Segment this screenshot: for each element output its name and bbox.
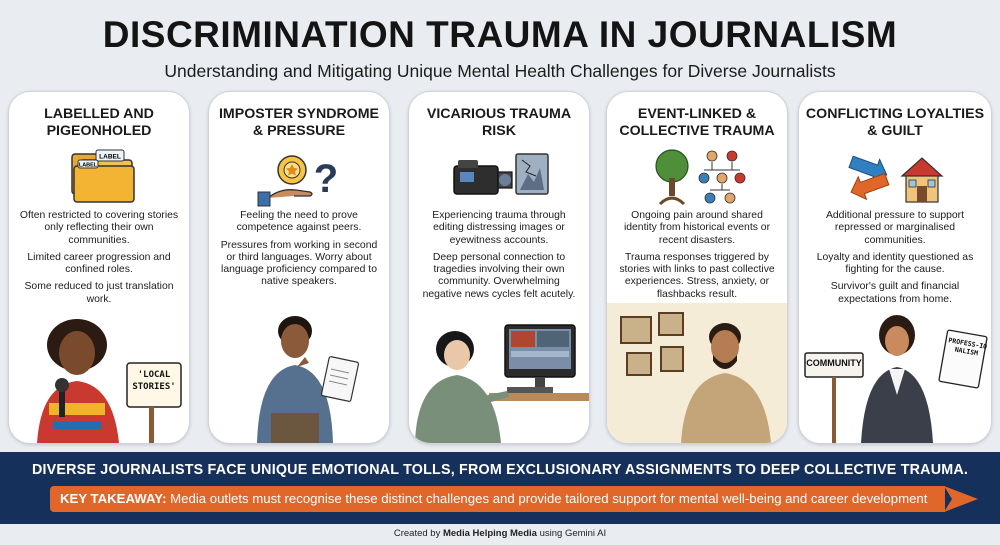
credit-line: Created by Media Helping Media using Gem… <box>0 528 1000 539</box>
panel-title: VICARIOUS TRAUMA RISK <box>426 106 572 139</box>
panel-labelled: LABELLED AND PIGEONHOLED LABEL LABEL Oft… <box>8 91 190 444</box>
key-takeaway-bar: KEY TAKEAWAY: Media outlets must recogni… <box>50 486 945 512</box>
page-title: DISCRIMINATION TRAUMA IN JOURNALISM <box>102 14 898 55</box>
panel-body: Experiencing trauma through editing dist… <box>419 210 579 306</box>
credit-prefix: Created by <box>393 528 443 539</box>
panel-body: Feeling the need to prove competence aga… <box>219 210 379 294</box>
arrow-right-icon <box>944 486 978 512</box>
credit-suffix: using Gemini AI <box>536 528 607 539</box>
panel-paragraph: Limited career progression and confined … <box>27 251 171 276</box>
panel-paragraph: Deep personal connection to tragedies in… <box>422 251 576 300</box>
journalist-torn-illustration: COMMUNITY PROFESS-IONALISM <box>804 315 988 443</box>
panel-vicarious: VICARIOUS TRAUMA RISK Experiencing traum… <box>408 91 590 444</box>
panel-body: Ongoing pain around shared identity from… <box>617 210 777 306</box>
panel-title: CONFLICTING LOYALTIES & GUILT <box>805 106 985 139</box>
panels-row: LABELLED AND PIGEONHOLED LABEL LABEL Oft… <box>8 91 992 444</box>
panel-paragraph: Often restricted to covering stories onl… <box>19 210 179 246</box>
folder-label-text: LABEL <box>99 154 121 161</box>
panel-title: EVENT-LINKED & COLLECTIVE TRAUMA <box>619 106 775 139</box>
panel-body: Often restricted to covering stories onl… <box>19 210 179 311</box>
panel-paragraph: Additional pressure to support repressed… <box>825 210 965 246</box>
panel-imposter: IMPOSTER SYNDROME & PRESSURE ? Feeling t… <box>208 91 390 444</box>
takeaway-text: Media outlets must recognise these disti… <box>166 491 928 506</box>
panel-paragraph: Ongoing pain around shared identity from… <box>623 210 771 246</box>
panel-paragraph: Trauma responses triggered by stories wi… <box>619 251 775 300</box>
page-subtitle: Understanding and Mitigating Unique Ment… <box>164 61 836 81</box>
folder-label-text: LABEL <box>79 163 98 169</box>
panel-paragraph: Pressures from working in second or thir… <box>220 239 378 288</box>
arrows-house-icon <box>848 155 944 203</box>
panel-loyalties: CONFLICTING LOYALTIES & GUILT Additional… <box>798 91 992 444</box>
summary-banner: DIVERSE JOURNALISTS FACE UNIQUE EMOTIONA… <box>0 452 1000 524</box>
panel-paragraph: Loyalty and identity questioned as fight… <box>816 251 974 276</box>
panel-paragraph: Experiencing trauma through editing dist… <box>432 210 566 246</box>
panel-body: Additional pressure to support repressed… <box>809 210 981 311</box>
panel-paragraph: Survivor's guilt and financial expectati… <box>830 281 960 305</box>
community-sign-text: COMMUNITY <box>806 358 862 368</box>
panel-paragraph: Some reduced to just translation work. <box>24 281 174 305</box>
panel-title: IMPOSTER SYNDROME & PRESSURE <box>218 106 380 139</box>
video-camera-icon <box>453 153 549 195</box>
tree-family-icon <box>655 149 746 206</box>
panel-title: LABELLED AND PIGEONHOLED <box>44 106 154 139</box>
credit-org: Media Helping Media <box>442 528 537 539</box>
sign-text: 'LOCAL STORIES' <box>132 370 176 392</box>
journalist-microphone-illustration: 'LOCAL STORIES' <box>37 319 182 443</box>
hand-badge-question-icon: ? <box>257 155 338 207</box>
folder-label-icon: LABEL LABEL <box>71 149 135 203</box>
journalist-memories-illustration <box>607 303 787 443</box>
panel-paragraph: Feeling the need to prove competence aga… <box>236 210 362 234</box>
journalist-thinking-illustration <box>257 316 360 443</box>
question-mark-icon: ? <box>314 157 338 201</box>
takeaway-label: KEY TAKEAWAY: <box>60 491 167 506</box>
panel-collective: EVENT-LINKED & COLLECTIVE TRAUMA Ongoing… <box>606 91 788 444</box>
journalist-editing-illustration <box>415 324 589 443</box>
banner-headline: DIVERSE JOURNALISTS FACE UNIQUE EMOTIONA… <box>31 462 969 478</box>
